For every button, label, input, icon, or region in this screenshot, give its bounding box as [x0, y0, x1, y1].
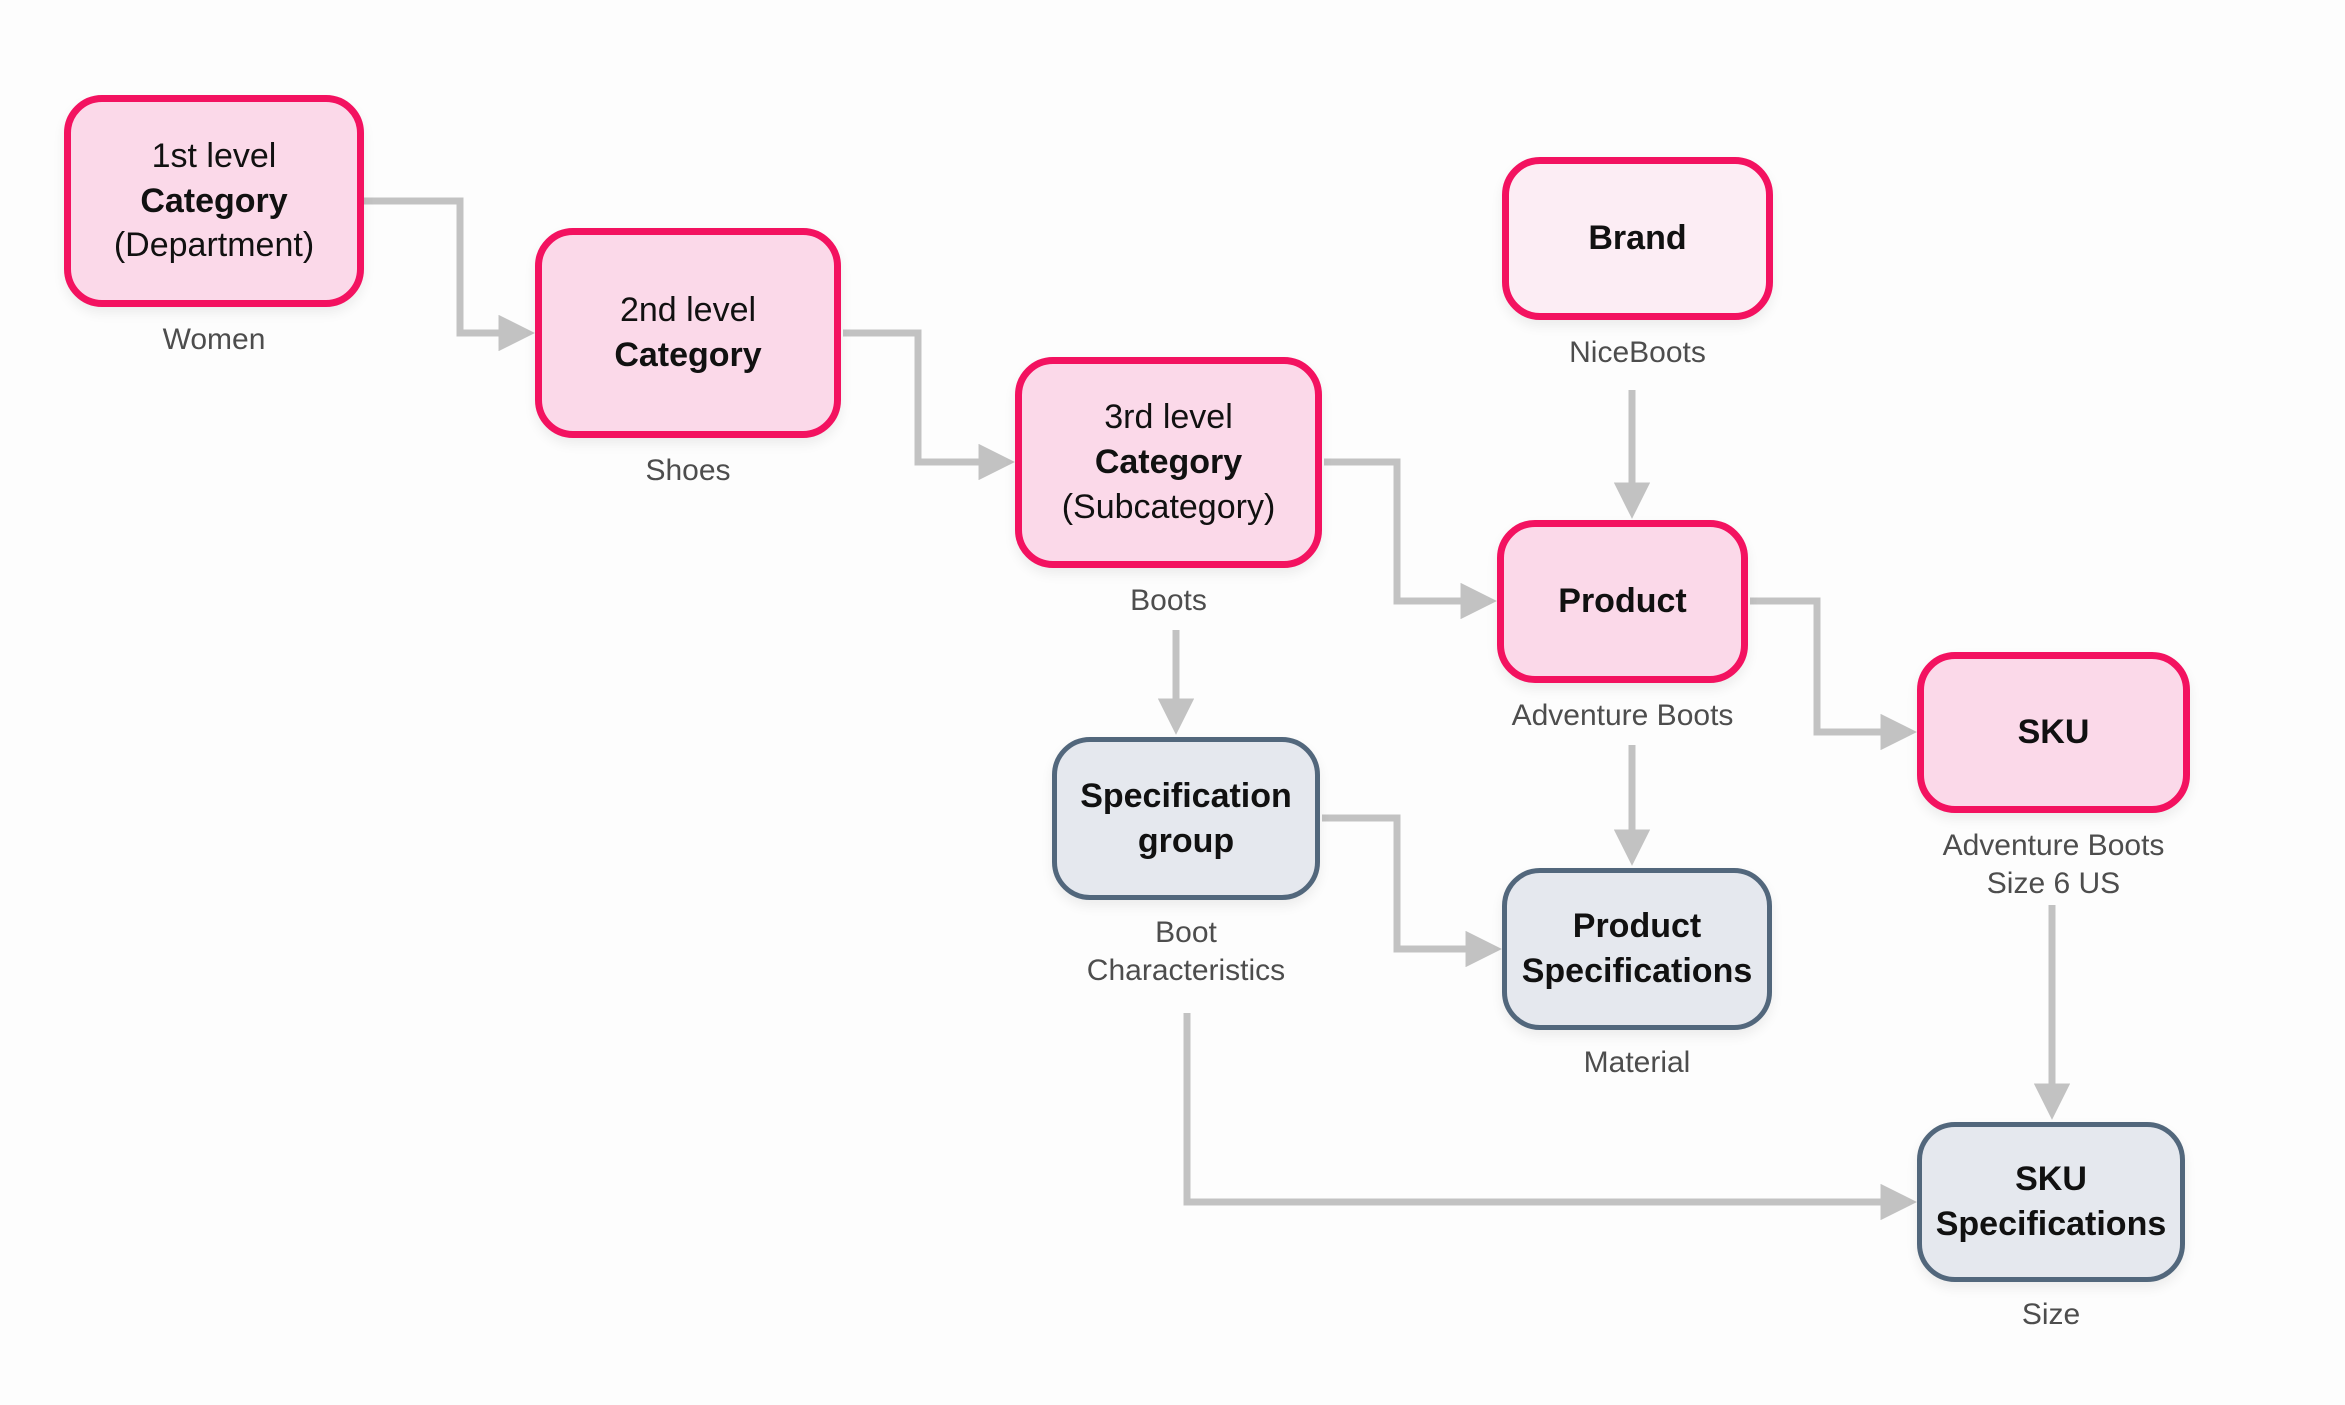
example-text: Shoes	[645, 454, 731, 487]
category-level1-box: 1st level Category (Department)	[64, 95, 364, 307]
example-text: Size	[2021, 1298, 2081, 1331]
category-level2-title-line: Category	[614, 336, 762, 374]
specification-group-title-line: Specification	[1080, 776, 1292, 815]
example-text: Women	[162, 323, 266, 356]
category-level3-title-line: Category	[1094, 443, 1243, 482]
sku-example-label: Adventure Boots Size 6 US	[1943, 827, 2165, 902]
category-level2-box: 2nd level Category	[535, 228, 841, 438]
brand-box: Brand	[1502, 157, 1773, 320]
node-category-level1: 1st level Category (Department) Women	[64, 95, 364, 359]
example-text: Material	[1583, 1046, 1691, 1079]
category-level3-title-line: (Subcategory)	[1061, 487, 1276, 526]
connector-category1-category2	[364, 197, 535, 352]
product-specifications-title-line: Specifications	[1521, 952, 1753, 990]
node-product: Product Adventure Boots	[1497, 520, 1748, 735]
brand-example-label: NiceBoots	[1569, 334, 1706, 372]
sku-specifications-example-label: Size	[2022, 1296, 2080, 1334]
connector-product-sku	[1750, 597, 1917, 751]
category-level1-title-line: 1st level	[151, 136, 277, 175]
category-level1-title-line: (Department)	[113, 226, 315, 265]
product-specifications-box: Product Specifications	[1502, 868, 1772, 1030]
example-text: NiceBoots	[1569, 336, 1706, 369]
example-text: Adventure Boots	[1942, 829, 2165, 862]
connector-category3-product	[1324, 458, 1497, 620]
specification-group-title-line: group	[1137, 821, 1235, 860]
node-product-specifications: Product Specifications Material	[1502, 868, 1772, 1082]
category-level3-title-line: 3rd level	[1104, 398, 1233, 437]
product-example-label: Adventure Boots	[1512, 697, 1734, 735]
example-text: Boots	[1130, 584, 1207, 617]
product-specifications-example-label: Material	[1584, 1044, 1691, 1082]
sku-specifications-title-line: SKU	[2015, 1160, 2087, 1199]
example-text: Characteristics	[1086, 953, 1286, 987]
node-brand: Brand NiceBoots	[1502, 157, 1773, 372]
sku-box: SKU	[1917, 652, 2190, 813]
category-level2-title-line: 2nd level	[619, 291, 757, 330]
node-sku: SKU Adventure Boots Size 6 US	[1917, 652, 2190, 902]
brand-title-line: Brand	[1588, 219, 1687, 258]
category-level1-example-label: Women	[163, 321, 266, 359]
product-specifications-title-line: Product	[1572, 907, 1702, 946]
category-level3-box: 3rd level Category (Subcategory)	[1015, 357, 1322, 568]
node-sku-specifications: SKU Specifications Size	[1917, 1122, 2185, 1334]
node-category-level2: 2nd level Category Shoes	[535, 228, 841, 490]
category-level1-title-line: Category	[140, 181, 288, 220]
specification-group-example-label: Boot Characteristics	[1087, 914, 1285, 989]
node-specification-group: Specification group Boot Characteristics	[1052, 737, 1320, 989]
connector-spec-group-sku-specs	[1183, 1013, 1917, 1221]
sku-title-line: SKU	[2017, 713, 2090, 752]
specification-group-box: Specification group	[1052, 737, 1320, 900]
sku-specifications-box: SKU Specifications	[1917, 1122, 2185, 1282]
example-text: Adventure Boots	[1511, 699, 1734, 732]
example-text: Boot	[1155, 916, 1217, 949]
connector-category2-category3	[843, 329, 1015, 481]
connector-spec-group-product-specs	[1322, 814, 1502, 968]
sku-specifications-title-line: Specifications	[1935, 1205, 2167, 1243]
product-title-line: Product	[1558, 582, 1687, 621]
example-text: Size 6 US	[1986, 866, 2121, 900]
product-box: Product	[1497, 520, 1748, 683]
category-level3-example-label: Boots	[1130, 582, 1207, 620]
category-level2-example-label: Shoes	[645, 452, 730, 490]
node-category-level3: 3rd level Category (Subcategory) Boots	[1015, 357, 1322, 620]
